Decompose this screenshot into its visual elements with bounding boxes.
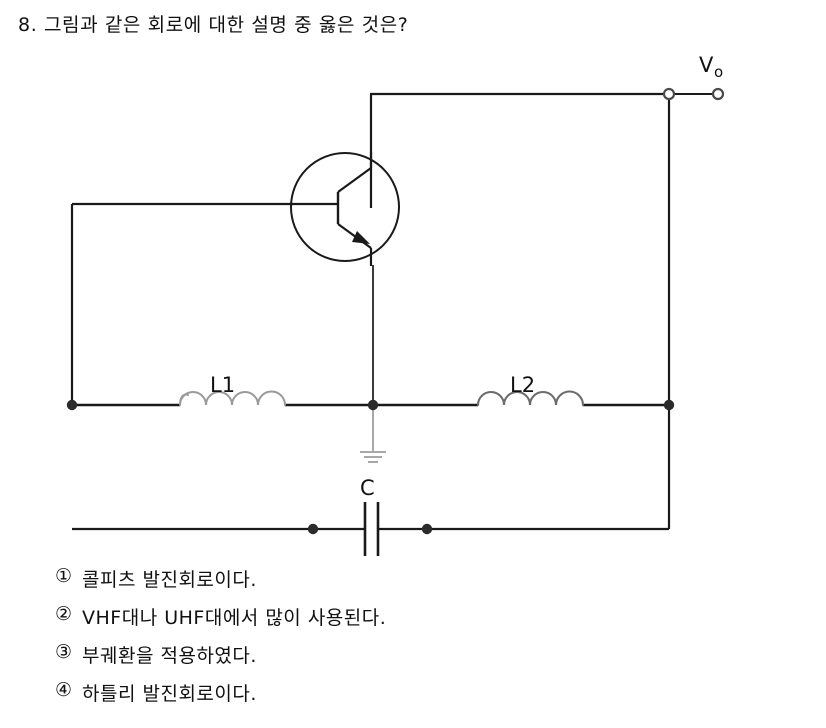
output-terminal-pair xyxy=(662,87,725,101)
option-text-3: 부궤환을 적용하였다. xyxy=(82,645,257,667)
answer-options-list: ① 콜피츠 발진회로이다. ② VHF대나 UHF대에서 많이 사용된다. ③ … xyxy=(55,565,815,717)
inductor-l1-label: L1 xyxy=(210,373,235,397)
node-center-middle xyxy=(367,399,379,411)
junction-nodes xyxy=(66,399,675,535)
option-row-2[interactable]: ② VHF대나 UHF대에서 많이 사용된다. xyxy=(55,603,815,641)
option-row-1[interactable]: ① 콜피츠 발진회로이다. xyxy=(55,565,815,603)
transistor-emitter-arrow xyxy=(352,231,370,244)
ground-symbol xyxy=(360,405,386,463)
capacitor-c-label: C xyxy=(360,476,375,500)
option-row-4[interactable]: ④ 하틀리 발진회로이다. xyxy=(55,679,815,717)
option-marker-1: ① xyxy=(55,565,73,587)
question-stem: 8. 그림과 같은 회로에 대한 설명 중 옳은 것은? xyxy=(18,14,409,36)
transistor-envelope-circle xyxy=(290,152,400,262)
transistor-collector-lead xyxy=(337,167,372,193)
output-label-o: o xyxy=(714,63,723,81)
option-marker-2: ② xyxy=(55,603,73,625)
transistor-emitter-lead xyxy=(337,223,372,249)
option-text-2: VHF대나 UHF대에서 많이 사용된다. xyxy=(82,607,387,629)
option-text-1: 콜피츠 발진회로이다. xyxy=(82,569,257,591)
node-bottom-left-cap xyxy=(307,523,319,535)
output-terminal-left xyxy=(662,87,676,101)
inductor-l2-coil xyxy=(476,390,585,407)
top-rail-wire xyxy=(369,92,669,208)
circuit-diagram: V o xyxy=(0,40,826,560)
option-marker-3: ③ xyxy=(55,641,73,663)
option-marker-4: ④ xyxy=(55,679,73,701)
transistor-symbol xyxy=(290,152,400,266)
node-bottom-right-cap xyxy=(421,523,433,535)
option-text-4: 하틀리 발진회로이다. xyxy=(82,683,257,705)
output-label-v: V xyxy=(699,53,714,77)
capacitor-c-symbol xyxy=(363,502,380,556)
inductor-l1-coil xyxy=(179,390,286,406)
option-row-3[interactable]: ③ 부궤환을 적용하였다. xyxy=(55,641,815,679)
output-terminal-right xyxy=(711,87,725,101)
node-right-middle xyxy=(663,399,675,411)
node-left-middle xyxy=(66,399,78,411)
output-label: V o xyxy=(699,53,723,81)
base-branch-wire xyxy=(70,202,293,405)
inductor-l2-label: L2 xyxy=(510,373,535,397)
